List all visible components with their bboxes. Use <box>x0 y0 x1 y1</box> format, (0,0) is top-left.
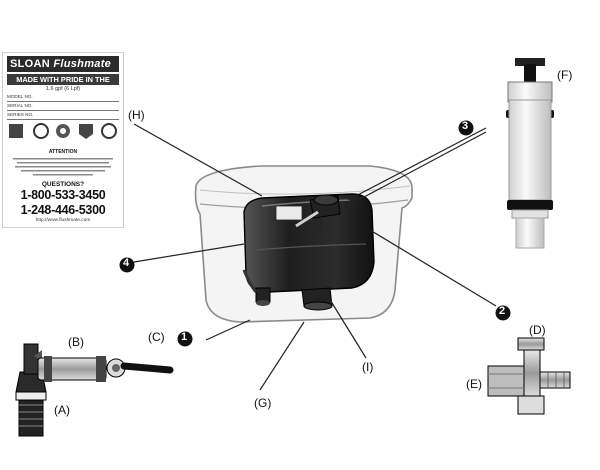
brand-product: Flushmate <box>53 58 112 70</box>
gpf-rating: 1.6 gpf (6 Lpf) <box>45 86 81 92</box>
step-number-4: 4 <box>123 257 130 269</box>
step-number-3: 3 <box>462 120 469 132</box>
attention-heading: ATTENTION <box>48 149 78 155</box>
vessel-label <box>275 205 303 221</box>
model-field: MODEL NO. <box>7 93 119 102</box>
serial-field: SERIAL NO. <box>7 102 119 111</box>
leader-lines <box>133 123 497 391</box>
callout-g: (G) <box>254 396 272 410</box>
callout-a: (A) <box>54 403 70 417</box>
phone-number-1: 1-800-533-3450 <box>20 188 106 202</box>
callout-f: (F) <box>557 68 573 82</box>
product-label-card: SLOAN Flushmate MADE WITH PRIDE IN THE U… <box>2 52 124 228</box>
callout-i: (I) <box>362 360 374 374</box>
phone-number-2: 1-248-446-5300 <box>20 203 106 217</box>
tee-fitting <box>487 337 571 415</box>
brand-name: SLOAN <box>10 58 50 70</box>
website: http://www.flushmate.com <box>35 218 91 223</box>
step-badge-3 <box>458 120 474 136</box>
callout-h: (H) <box>128 108 145 122</box>
callout-b: (B) <box>68 335 84 349</box>
flush-cartridge <box>506 58 554 249</box>
brand-logo: SLOAN Flushmate <box>7 56 119 72</box>
step-badge-2 <box>495 305 511 321</box>
cert-icon <box>9 124 23 138</box>
cert-icon <box>101 123 117 139</box>
threaded-nipple <box>18 397 44 437</box>
tee-nut <box>487 365 525 397</box>
step-number-1: 1 <box>181 331 188 343</box>
barb-outlet <box>539 371 571 389</box>
made-in-usa-banner: MADE WITH PRIDE IN THE U.S.A. <box>7 74 119 95</box>
questions-heading: QUESTIONS? <box>41 181 85 188</box>
cert-icon <box>33 123 49 139</box>
step-badge-4 <box>119 257 135 273</box>
step-number-2: 2 <box>499 305 506 317</box>
pressure-vessel <box>242 193 375 311</box>
cartridge-tube <box>515 217 545 249</box>
supply-hose <box>120 362 174 374</box>
callout-d: (D) <box>529 323 546 337</box>
serial-fields: MODEL NO. SERIAL NO. SERIES NO. <box>7 93 119 120</box>
cert-icon <box>79 124 93 139</box>
certification-icons <box>9 123 117 139</box>
callout-c: (C) <box>148 330 165 344</box>
callout-e: (E) <box>466 377 482 391</box>
fine-print <box>13 158 113 176</box>
series-field: SERIES NO. <box>7 111 119 120</box>
step-badge-1 <box>177 331 193 347</box>
supply-stop-valve <box>15 343 174 437</box>
